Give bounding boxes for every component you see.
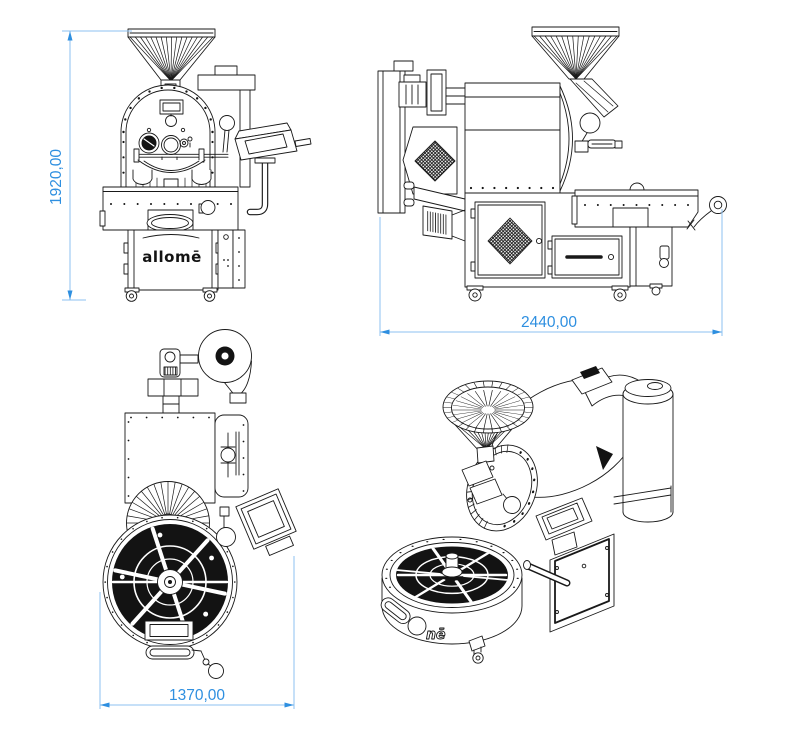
hopper-funnel-side <box>531 26 623 153</box>
dimension-label-width: 1370,00 <box>169 687 225 704</box>
drum-lever <box>219 115 235 153</box>
cooling-tray-iso: nē <box>380 536 523 645</box>
cooling-tray-top <box>102 514 238 679</box>
discharge-tray-side <box>571 182 727 231</box>
dimension-top-width: 1370,00 <box>99 556 295 709</box>
airflow-duct-side <box>403 181 466 242</box>
brand-logo-partial: nē <box>426 627 445 643</box>
vent-diamond-iso <box>596 446 613 470</box>
dimension-front-height: 1920,00 <box>48 30 132 301</box>
caster-wheels-front <box>124 287 218 302</box>
brand-logo: allomē <box>142 248 202 266</box>
isometric-view: nē <box>380 366 674 664</box>
cyclone-separator-iso <box>613 379 674 523</box>
cabinet-front: allomē <box>123 229 246 291</box>
motor-top <box>159 348 199 378</box>
discharge-mechanism-iso <box>461 460 521 514</box>
dimension-label-height: 1920,00 <box>48 149 65 205</box>
burner-motor-side <box>398 69 467 116</box>
hopper-funnel-iso <box>442 380 534 464</box>
blower-fan-top <box>198 329 252 404</box>
control-panel-front <box>234 122 312 216</box>
front-view: allomē <box>99 28 312 302</box>
cooling-tray-front <box>99 186 239 232</box>
top-view <box>102 329 297 679</box>
control-panel-top <box>216 488 297 556</box>
roasting-drum-front <box>120 84 235 197</box>
roaster-housing-side <box>464 82 573 194</box>
cabinet-iso <box>549 533 615 633</box>
caster-wheel-iso <box>468 635 486 664</box>
dimension-label-depth: 2440,00 <box>521 314 577 331</box>
side-view <box>377 26 727 302</box>
dimension-side-width: 2440,00 <box>379 209 723 336</box>
control-panel-iso <box>535 497 593 556</box>
handle-bar-iso <box>523 560 571 587</box>
exhaust-arm-iso <box>571 366 639 407</box>
caster-wheels-side <box>466 283 663 302</box>
vent-panel-side <box>402 126 458 195</box>
exhaust-stack-side <box>377 60 414 214</box>
